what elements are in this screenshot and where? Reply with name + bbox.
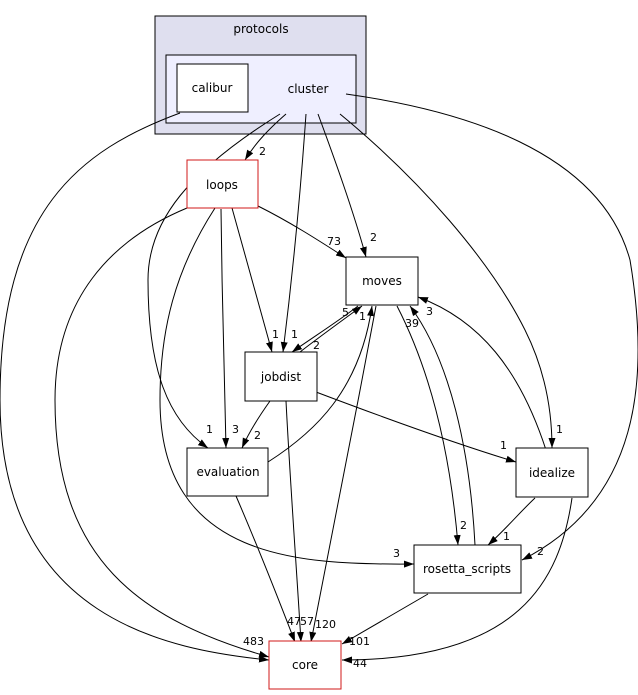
edge-rosetta-moves (409, 305, 476, 546)
edge-loops-rosetta (159, 207, 415, 568)
node-jobdist[interactable]: jobdist (244, 351, 318, 402)
edge-label-jobdist-idealize: 1 (500, 439, 507, 452)
edge-label-moves-core: 120 (315, 618, 336, 631)
node-rosetta-scripts-label: rosetta_scripts (423, 562, 511, 576)
edge-label-idealize-core: 44 (353, 657, 367, 670)
protocols-cluster-label: protocols (233, 22, 288, 36)
edge-label-calibur-core: 483 (243, 635, 264, 648)
node-cluster[interactable]: cluster (288, 82, 329, 96)
edge-calibur-core (0, 112, 270, 663)
edge-label-cluster-jobdist: 1 (291, 328, 298, 341)
edge-label-idealize-rosetta: 1 (503, 530, 510, 543)
edge-label-cluster-loops: 2 (259, 145, 266, 158)
node-idealize[interactable]: idealize (515, 447, 589, 498)
edge-loops-moves (257, 205, 347, 259)
edge-label-rosetta-core: 101 (349, 635, 370, 648)
edge-label-loops-jobdist: 1 (272, 328, 279, 341)
edge-label-evaluation-core: 47 (287, 615, 301, 628)
edge-jobdist-idealize (315, 391, 517, 463)
edge-jobdist-core (285, 400, 304, 643)
edge-label-cluster-idealize: 1 (556, 423, 563, 436)
edge-loops-jobdist (231, 207, 273, 353)
edge-jobdist-evaluation (241, 400, 271, 449)
node-core-label: core (292, 658, 318, 672)
edge-moves-core (309, 305, 377, 643)
edge-evaluation-core (235, 495, 296, 643)
edge-label-rosetta-moves: 39 (405, 317, 419, 330)
node-calibur-label: calibur (192, 81, 233, 95)
edge-label-jobdist-core: 57 (300, 615, 314, 628)
edge-idealize-rosetta (487, 497, 536, 546)
edge-jobdist-moves (299, 305, 363, 353)
edge-label-evaluation-moves: 1 (359, 310, 366, 323)
edge-cluster-idealize (339, 113, 556, 449)
edge-evaluation-moves (267, 305, 375, 463)
edge-label-jobdist-moves: 5 (342, 306, 349, 319)
node-cluster-label: cluster (288, 82, 329, 96)
edge-idealize-moves (417, 296, 547, 451)
node-calibur[interactable]: calibur (176, 63, 249, 113)
node-jobdist-label: jobdist (260, 370, 301, 384)
edge-label-loops-rosetta: 3 (393, 547, 400, 560)
edge-label-jobdist-evaluation: 2 (254, 429, 261, 442)
edge-cluster-jobdist (280, 113, 307, 353)
edge-label-cluster-moves: 2 (370, 231, 377, 244)
edge-moves-rosetta (396, 305, 461, 546)
edge-rosetta-core (341, 593, 429, 645)
node-loops-label: loops (206, 178, 238, 192)
node-core[interactable]: core (268, 640, 342, 690)
edge-label-loops-moves: 73 (327, 235, 341, 248)
node-evaluation[interactable]: evaluation (186, 447, 269, 497)
edge-label-cluster-evaluation: 1 (206, 423, 213, 436)
edge-loops-core (54, 207, 270, 658)
edge-loops-evaluation (220, 208, 230, 449)
node-moves[interactable]: moves (345, 256, 419, 306)
node-rosetta-scripts[interactable]: rosetta_scripts (413, 544, 522, 594)
node-idealize-label: idealize (529, 466, 575, 480)
edge-cluster-rosetta (345, 93, 638, 561)
edge-label-cluster-rosetta: 2 (537, 545, 544, 558)
edge-label-moves-rosetta: 2 (460, 519, 467, 532)
edge-label-loops-evaluation: 3 (232, 423, 239, 436)
edge-label-moves-jobdist: 2 (313, 339, 320, 352)
node-moves-label: moves (362, 274, 402, 288)
edge-label-idealize-moves: 3 (426, 305, 433, 318)
edge-idealize-core (341, 497, 573, 664)
node-loops[interactable]: loops (186, 159, 259, 209)
node-evaluation-label: evaluation (196, 465, 259, 479)
edge-cluster-loops (244, 113, 287, 161)
edge-cluster-moves (317, 113, 367, 258)
